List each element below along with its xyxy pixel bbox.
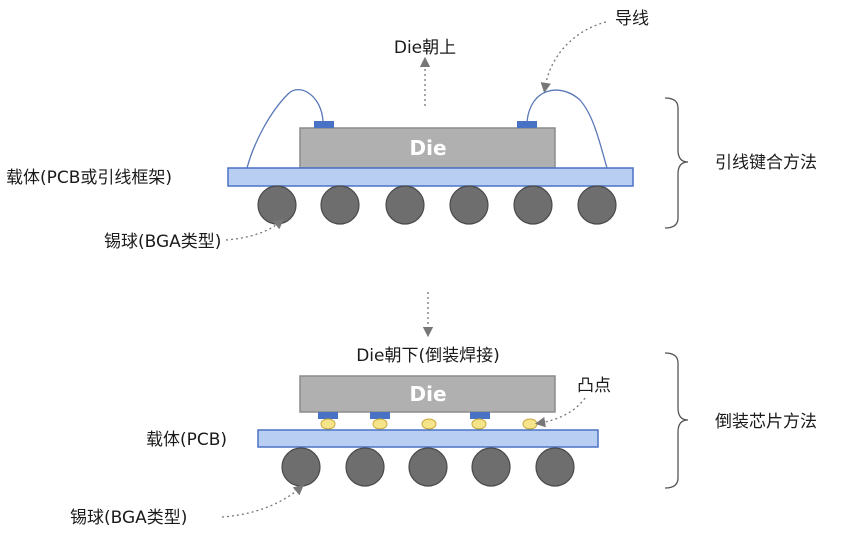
balls-label-top: 锡球(BGA类型)	[104, 232, 221, 252]
bump	[320, 418, 336, 430]
solder-ball	[320, 185, 360, 225]
flip-chip-section: Die朝下(倒装焊接) Die 凸点	[70, 346, 817, 528]
method-label-wire-bond: 引线键合方法	[715, 153, 817, 173]
wire-arrow	[540, 21, 607, 94]
die-pad	[318, 412, 338, 419]
die-bottom	[299, 375, 556, 413]
die-pads-bottom	[318, 412, 490, 419]
solder-ball	[535, 447, 575, 487]
balls-label-bottom: 锡球(BGA类型)	[70, 508, 187, 528]
bump-label: 凸点	[577, 376, 611, 396]
bond-wire-left	[246, 89, 324, 169]
carrier-substrate-top	[227, 167, 634, 187]
bond-wire-right	[526, 89, 608, 169]
bump-arrow	[534, 397, 586, 428]
solder-ball	[513, 185, 553, 225]
die-top	[299, 127, 556, 169]
carrier-label-top: 载体(PCB或引线框架)	[6, 168, 172, 188]
bump	[372, 418, 388, 430]
bond-pad-left	[314, 121, 334, 128]
bump	[522, 418, 538, 430]
carrier-label-bottom: 载体(PCB)	[146, 430, 227, 450]
solder-balls-top	[257, 185, 617, 225]
wire-label: 导线	[615, 9, 649, 29]
balls-arrow-bottom	[221, 484, 304, 518]
die-down-label: Die朝下(倒装焊接)	[356, 346, 500, 366]
solder-ball	[408, 447, 448, 487]
solder-ball	[449, 185, 489, 225]
bond-pad-right	[517, 121, 537, 128]
die-pad	[470, 412, 490, 419]
balls-arrow-top	[225, 218, 284, 241]
solder-ball	[471, 447, 511, 487]
bump	[421, 418, 437, 430]
die-up-label: Die朝上	[394, 38, 456, 58]
die-pad	[370, 412, 390, 419]
solder-ball	[577, 185, 617, 225]
bracket-wire-bond	[664, 97, 689, 229]
solder-balls-bottom	[281, 447, 575, 487]
die-top-label: Die	[409, 136, 446, 160]
solder-ball	[345, 447, 385, 487]
bumps	[320, 418, 538, 430]
bump	[471, 418, 487, 430]
wire-bond-section: Die朝上 导线 Die 载体(PCB或引线框架) 锡球(BGA类型)	[6, 9, 817, 252]
solder-ball	[385, 185, 425, 225]
solder-ball	[281, 447, 321, 487]
die-bottom-label: Die	[409, 382, 446, 406]
method-label-flip-chip: 倒装芯片方法	[715, 412, 817, 432]
solder-ball	[257, 185, 297, 225]
bracket-flip-chip	[664, 352, 689, 489]
carrier-substrate-bottom	[257, 429, 599, 448]
